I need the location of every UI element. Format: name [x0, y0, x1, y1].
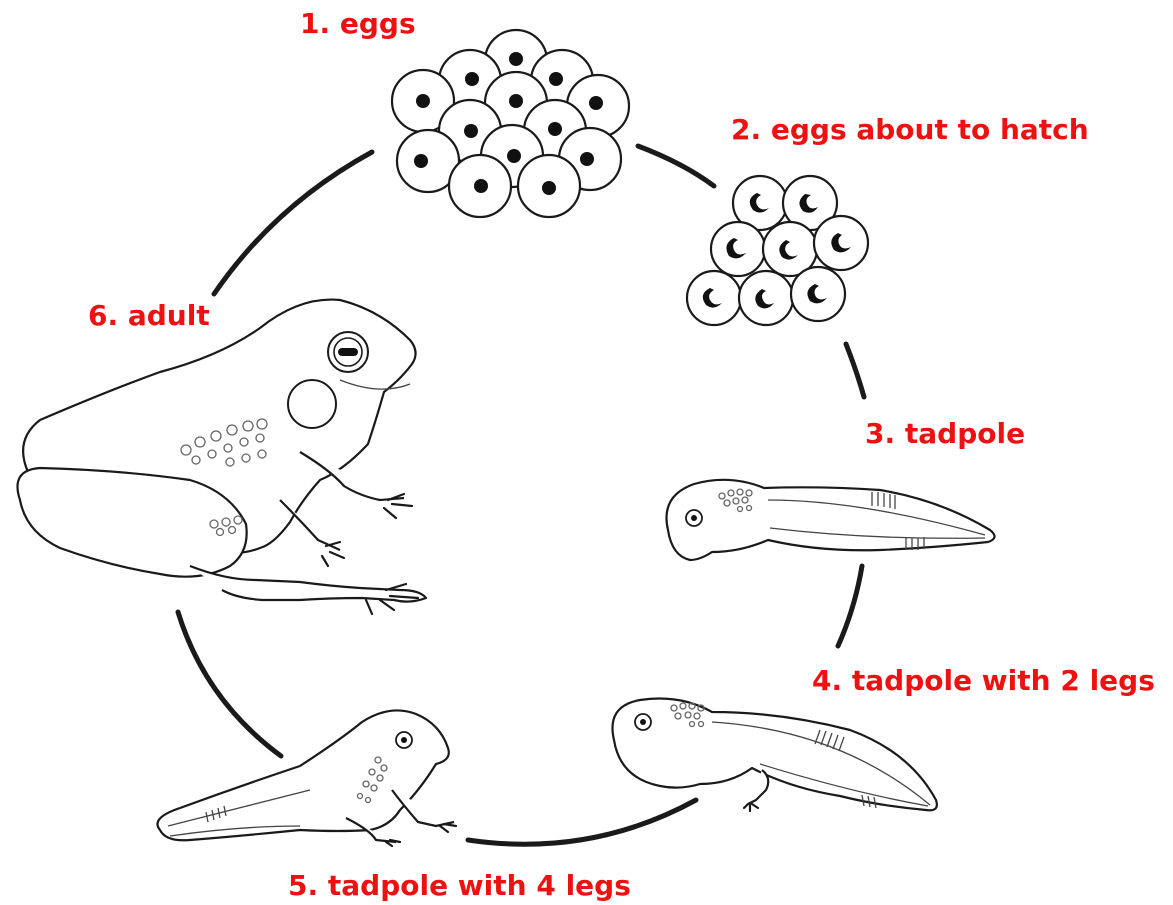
hatching-eggs-illustration [687, 176, 868, 325]
tadpole-with-2-legs-illustration [612, 699, 936, 812]
cycle-arc-eggs-to-hatching [638, 146, 714, 186]
cycle-arc-tadpole-to-2legs [838, 566, 862, 646]
stage-label-adult: 6. adult [88, 302, 210, 330]
cycle-arc-2legs-to-4legs [468, 800, 696, 844]
cycle-arc-hatching-to-tadpole [846, 344, 864, 397]
cycle-arc-4legs-to-adult [178, 612, 281, 756]
stage-label-eggs: 1. eggs [300, 10, 416, 38]
tadpole-illustration [666, 480, 994, 560]
tadpole-with-4-legs-illustration [158, 710, 457, 846]
stage-label-tadpole-with-2-legs: 4. tadpole with 2 legs [812, 667, 1155, 695]
cycle-arc-adult-to-eggs [214, 152, 372, 294]
stage-label-tadpole-with-4-legs: 5. tadpole with 4 legs [288, 872, 631, 900]
eggs-cluster-illustration [392, 30, 629, 217]
adult-frog-illustration [18, 300, 427, 614]
stage-label-tadpole: 3. tadpole [865, 420, 1025, 448]
stage-label-eggs-about-to-hatch: 2. eggs about to hatch [731, 116, 1089, 144]
